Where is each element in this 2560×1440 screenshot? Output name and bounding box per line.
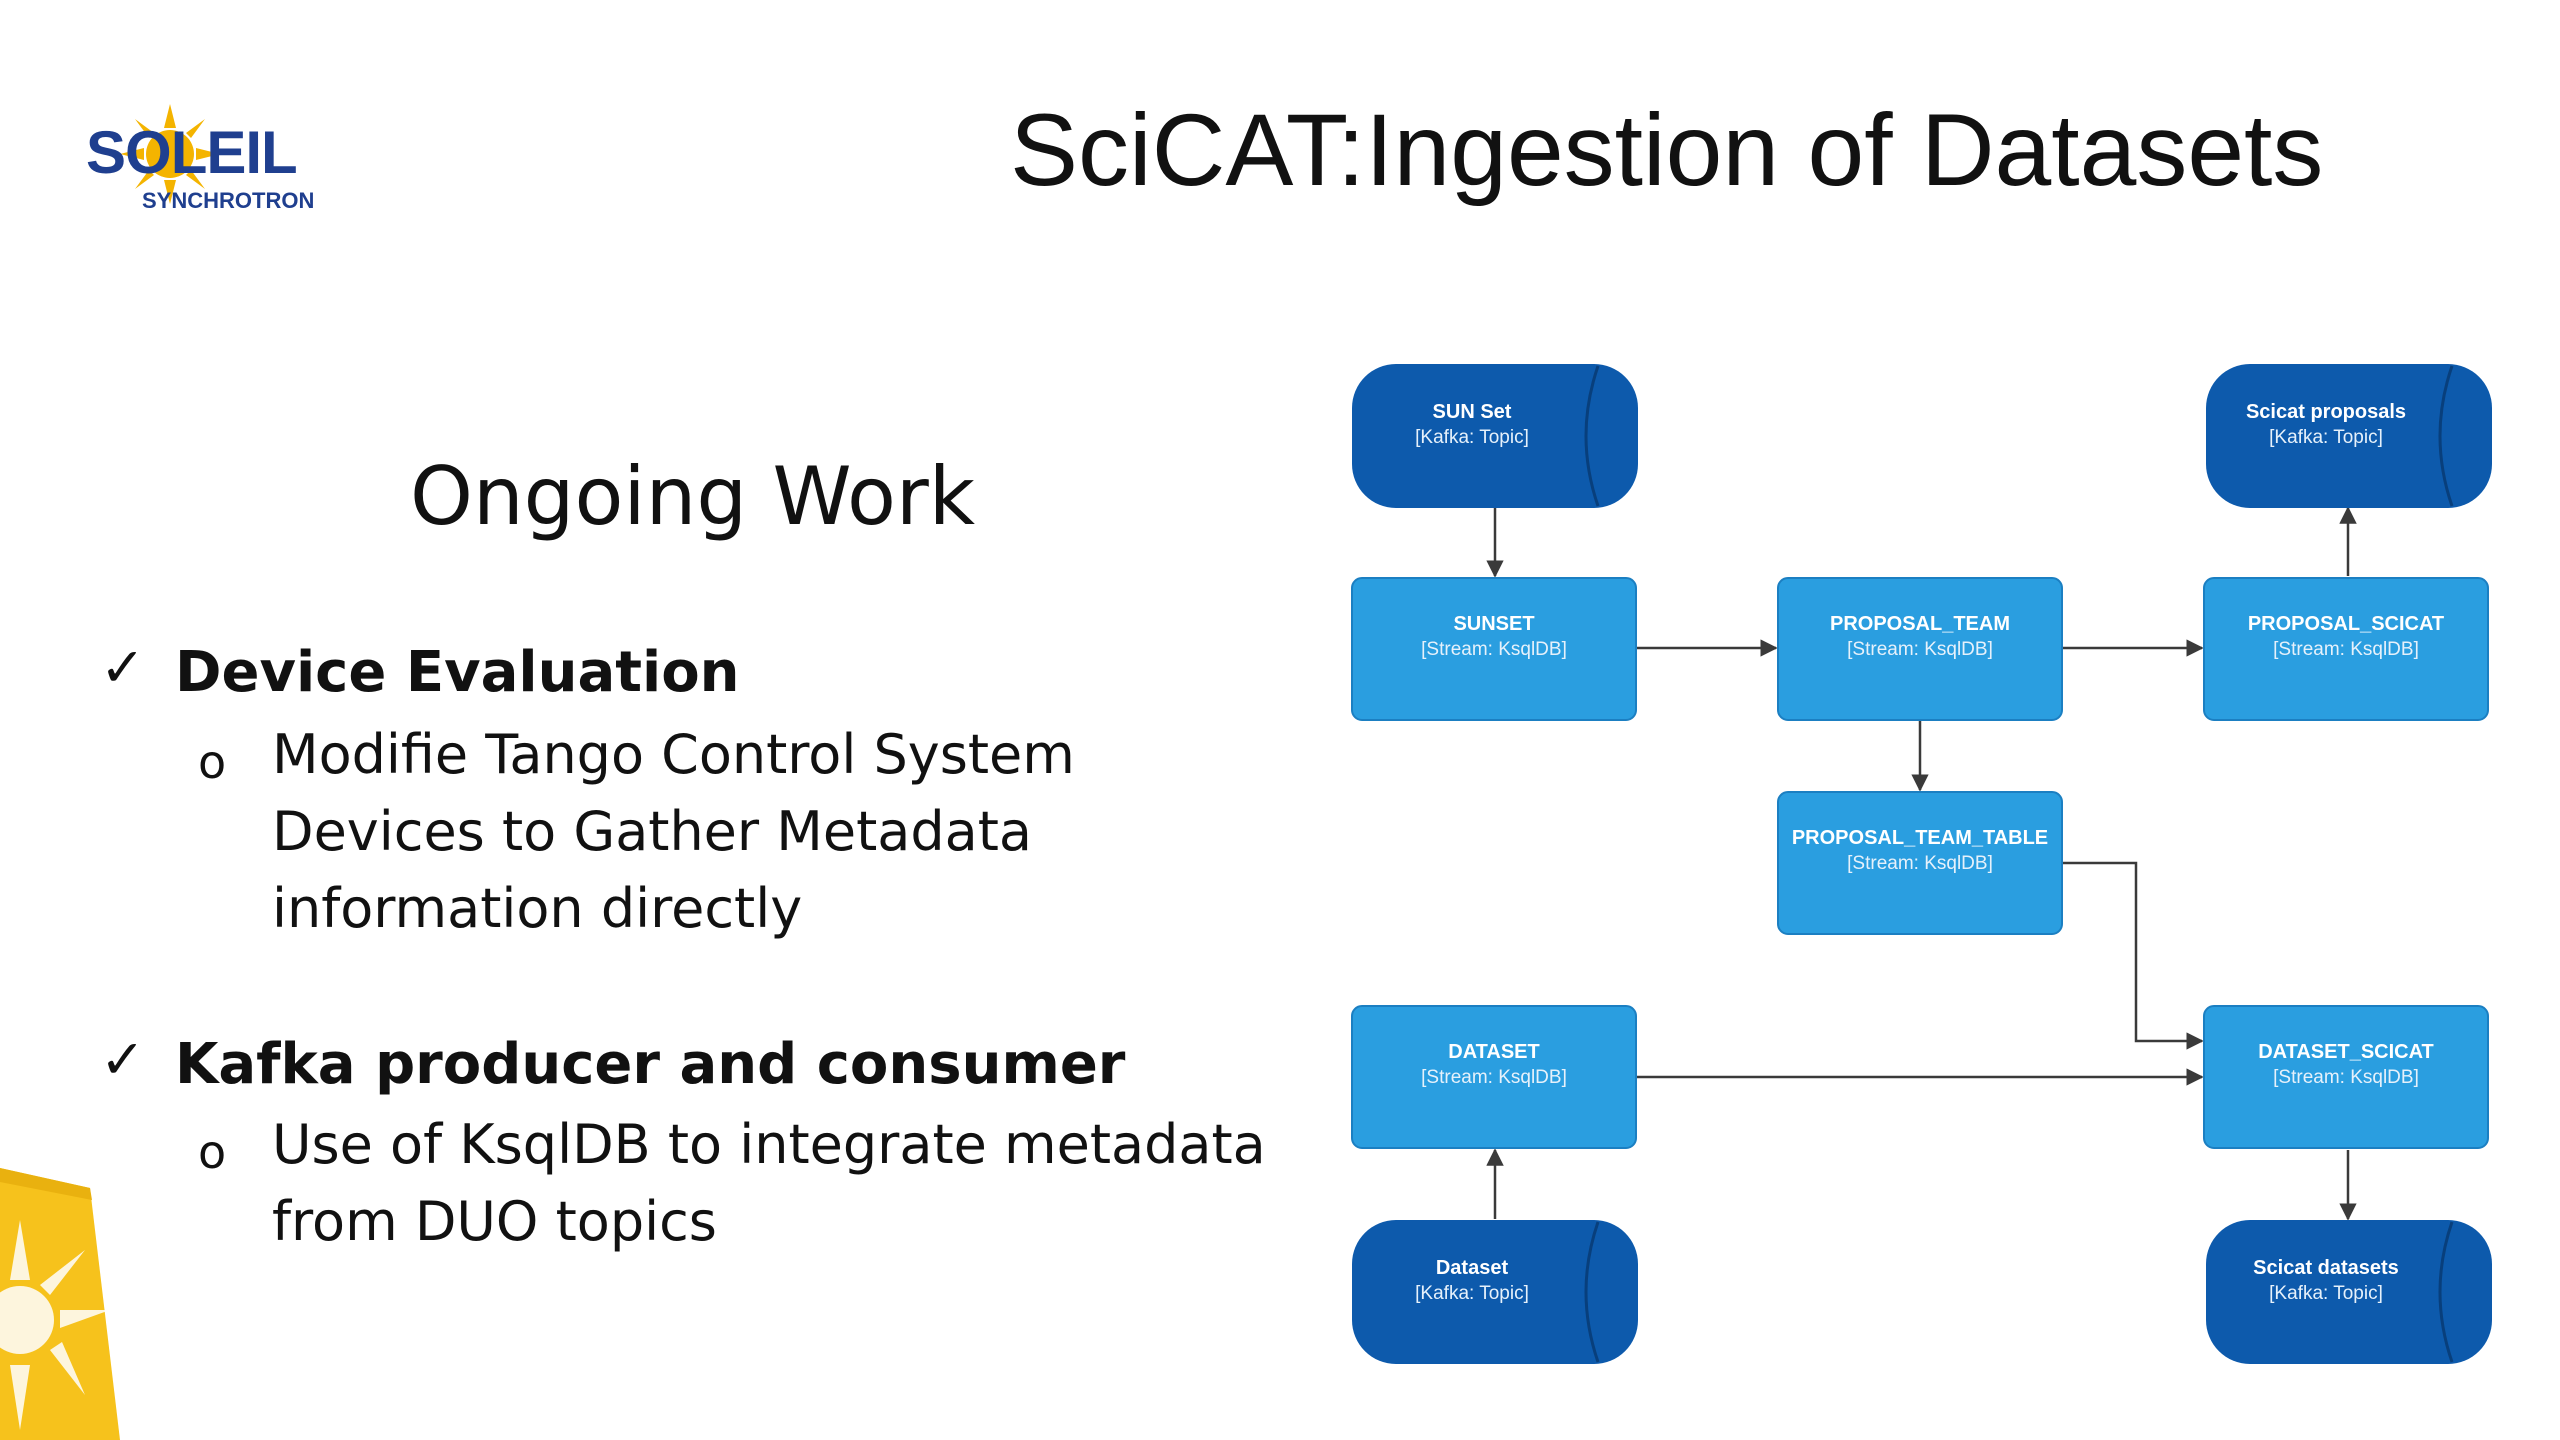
node-dataset-topic[interactable]: Dataset [Kafka: Topic] (1352, 1220, 1638, 1364)
node-title: DATASET (1448, 1041, 1539, 1063)
node-title: DATASET_SCICAT (2258, 1041, 2434, 1063)
text-line: Modifie Tango Control System (272, 723, 1075, 786)
node-title: SUN Set (1433, 401, 1512, 423)
slide-title: SciCAT:Ingestion of Datasets (1010, 93, 2324, 207)
text-line: Use of KsqlDB to integrate metadata (272, 1113, 1266, 1176)
section-text-device-evaluation: Modifie Tango Control System Devices to … (272, 716, 1372, 947)
logo-sub: SYNCHROTRON (142, 188, 315, 213)
section-text-kafka: Use of KsqlDB to integrate metadata from… (272, 1106, 1372, 1260)
node-title: PROPOSAL_SCICAT (2248, 613, 2444, 635)
text-line: information directly (272, 877, 803, 940)
node-subtitle: [Stream: KsqlDB] (1421, 1067, 1567, 1088)
node-title: Dataset (1436, 1257, 1509, 1279)
section-heading-device-evaluation: Device Evaluation (175, 640, 740, 705)
check-icon: ✓ (100, 636, 146, 699)
text-line: from DUO topics (272, 1190, 717, 1253)
node-subtitle: [Stream: KsqlDB] (1847, 639, 1993, 660)
node-title: Scicat datasets (2253, 1257, 2399, 1279)
bullet-icon: o (198, 735, 227, 789)
node-scicat-proposals-topic[interactable]: Scicat proposals [Kafka: Topic] (2206, 364, 2492, 508)
edge-table-to-dataset-scicat (2063, 861, 2204, 1050)
node-subtitle: [Stream: KsqlDB] (2273, 639, 2419, 660)
node-proposal-team-table-stream[interactable]: PROPOSAL_TEAM_TABLE [Stream: KsqlDB] (1777, 791, 2063, 935)
node-subtitle: [Stream: KsqlDB] (1421, 639, 1567, 660)
node-title: PROPOSAL_TEAM_TABLE (1792, 827, 2048, 849)
node-scicat-datasets-topic[interactable]: Scicat datasets [Kafka: Topic] (2206, 1220, 2492, 1364)
node-proposal-team-stream[interactable]: PROPOSAL_TEAM [Stream: KsqlDB] (1777, 577, 2063, 721)
node-sunset-stream[interactable]: SUNSET [Stream: KsqlDB] (1351, 577, 1637, 721)
node-title: PROPOSAL_TEAM (1830, 613, 2010, 635)
text-line: Devices to Gather Metadata (272, 800, 1032, 863)
node-subtitle: [Kafka: Topic] (1415, 427, 1529, 448)
diagram-edges (1486, 506, 2357, 1221)
node-dataset-stream[interactable]: DATASET [Stream: KsqlDB] (1351, 1005, 1637, 1149)
node-dataset-scicat-stream[interactable]: DATASET_SCICAT [Stream: KsqlDB] (2203, 1005, 2489, 1149)
node-subtitle: [Stream: KsqlDB] (1847, 853, 1993, 874)
node-title: Scicat proposals (2246, 401, 2406, 423)
sun-icon (120, 104, 220, 204)
check-icon: ✓ (100, 1028, 146, 1091)
node-subtitle: [Stream: KsqlDB] (2273, 1067, 2419, 1088)
node-proposal-scicat-stream[interactable]: PROPOSAL_SCICAT [Stream: KsqlDB] (2203, 577, 2489, 721)
bullet-icon: o (198, 1125, 227, 1179)
node-subtitle: [Kafka: Topic] (2269, 1283, 2383, 1304)
node-subtitle: [Kafka: Topic] (1415, 1283, 1529, 1304)
section-heading-kafka: Kafka producer and consumer (175, 1032, 1126, 1097)
node-sun-set-topic[interactable]: SUN Set [Kafka: Topic] (1352, 364, 1638, 508)
node-subtitle: [Kafka: Topic] (2269, 427, 2383, 448)
node-title: SUNSET (1453, 613, 1534, 635)
section-subtitle: Ongoing Work (410, 450, 976, 543)
sun-decoration-icon (0, 1168, 120, 1440)
soleil-logo: SOLEIL SYNCHROTRON (80, 96, 314, 226)
logo-name: SOLEIL (86, 119, 298, 186)
